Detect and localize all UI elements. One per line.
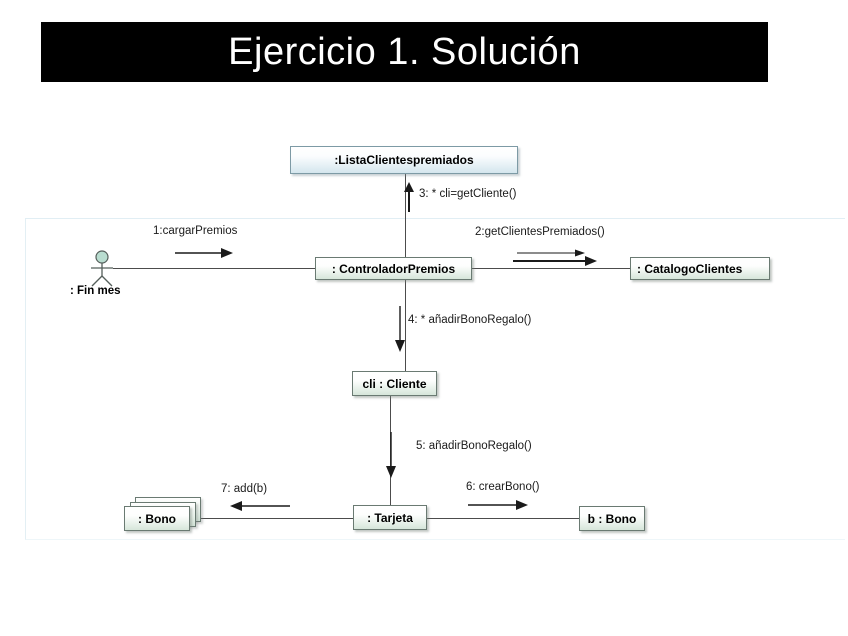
page-title: Ejercicio 1. Solución [228, 30, 581, 73]
link-controlador-to-lista [405, 174, 406, 258]
link-controlador-to-cliente [405, 279, 406, 371]
link-controlador-to-catalogo [472, 268, 630, 269]
slide-title-banner: Ejercicio 1. Solución [41, 22, 768, 82]
object-lista-clientes-premiados-label: :ListaClientespremiados [334, 153, 474, 167]
actor-stick-figure-icon [91, 250, 113, 287]
actor-fin-mes[interactable] [85, 250, 125, 288]
object-controlador-premios-label: : ControladorPremios [331, 261, 456, 276]
object-controlador-premios[interactable]: : ControladorPremios [315, 257, 472, 280]
actor-fin-mes-label: : Fin mes [70, 285, 121, 297]
object-catalogo-clientes[interactable]: : CatalogoClientes [630, 257, 770, 280]
message-7-label: 7: add(b) [221, 483, 268, 495]
object-b-bono[interactable]: b : Bono [579, 506, 645, 531]
object-catalogo-clientes-label: : CatalogoClientes [637, 261, 743, 276]
message-1-arrow [175, 246, 235, 265]
object-cli-cliente-label: cli : Cliente [362, 376, 427, 391]
object-tarjeta-label: : Tarjeta [367, 510, 413, 525]
message-1-label: 1:cargarPremios [153, 225, 238, 237]
message-5-label: 5: añadirBonoRegalo() [416, 440, 532, 452]
message-3-label: 3: * cli=getCliente() [419, 188, 517, 200]
object-tarjeta[interactable]: : Tarjeta [353, 505, 427, 530]
link-tarjeta-to-bono [186, 518, 353, 519]
message-2-arrow [513, 247, 599, 272]
object-lista-clientes-premiados[interactable]: :ListaClientespremiados [290, 146, 518, 174]
message-6-label: 6: crearBono() [466, 481, 540, 493]
message-4-arrow [394, 306, 406, 357]
object-bono-multi[interactable]: : Bono [124, 506, 190, 531]
message-6-arrow [468, 498, 530, 517]
link-tarjeta-to-b-bono [427, 518, 579, 519]
message-2-label: 2:getClientesPremiados() [475, 226, 605, 238]
message-7-arrow [228, 499, 290, 518]
link-actor-to-controlador [113, 268, 315, 269]
object-bono-multi-label: : Bono [138, 511, 176, 526]
object-cli-cliente[interactable]: cli : Cliente [352, 371, 437, 396]
diagram-frame-top-rule [25, 218, 845, 219]
message-3-arrow [403, 182, 415, 219]
message-5-arrow [385, 432, 397, 483]
object-b-bono-label: b : Bono [587, 511, 637, 526]
message-4-label: 4: * añadirBonoRegalo() [408, 314, 532, 326]
